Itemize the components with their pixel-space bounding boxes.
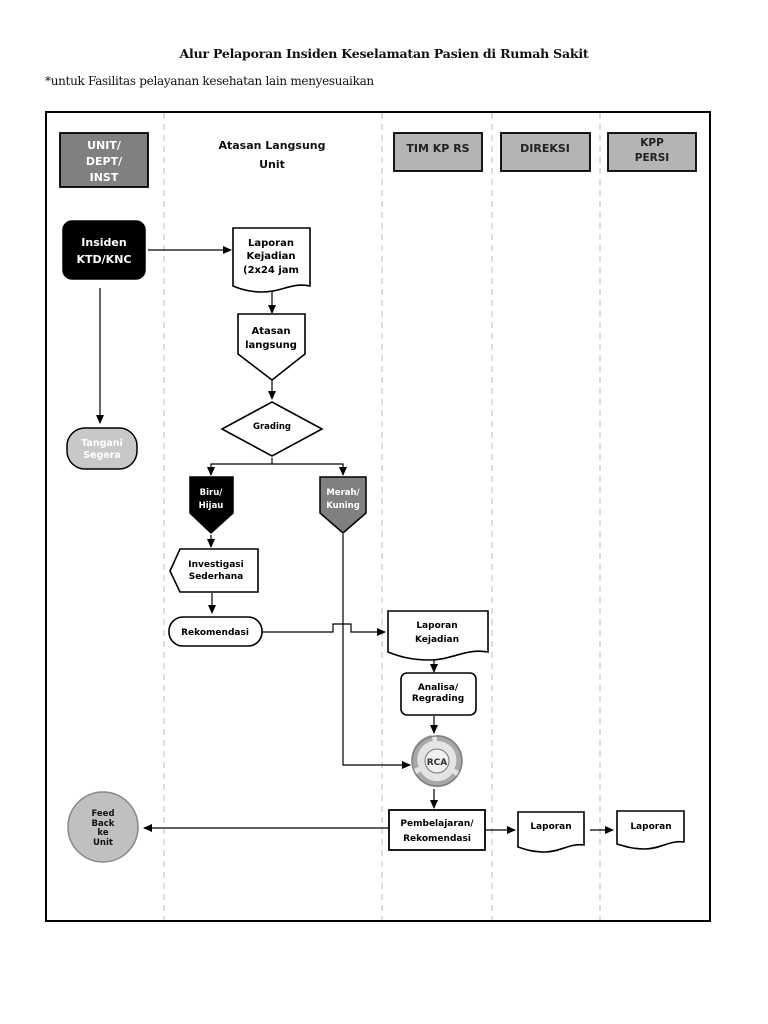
node-label: Kuning bbox=[326, 501, 360, 511]
node-rekomendasi: Rekomendasi bbox=[168, 616, 263, 647]
node-label: Unit bbox=[93, 838, 113, 848]
node-label: Laporan bbox=[416, 621, 457, 631]
lane-header-direksi: DIREKSI bbox=[500, 132, 591, 172]
node-pembelajaran-rekomendasi: Pembelajaran/ Rekomendasi bbox=[388, 809, 486, 851]
node-feedback-ke-unit: Feed Back ke Unit bbox=[67, 791, 139, 863]
node-label: Laporan bbox=[530, 822, 571, 832]
node-insiden: Insiden KTD/KNC bbox=[62, 220, 146, 280]
lane-header-text: Unit bbox=[259, 158, 285, 171]
node-label: Analisa/ bbox=[418, 683, 459, 693]
document-note: *untuk Fasilitas pelayanan kesehatan lai… bbox=[45, 74, 374, 88]
arrow-rekomendasi-to-laporan bbox=[262, 623, 386, 636]
swimlane-frame bbox=[45, 111, 711, 922]
node-analisa-regrading: Analisa/ Regrading bbox=[400, 672, 477, 716]
node-label: Segera bbox=[83, 450, 121, 461]
lane-header-unit: UNIT/ DEPT/ INST bbox=[59, 132, 149, 188]
node-label: Sederhana bbox=[189, 572, 244, 582]
arrow-merah-to-rca bbox=[342, 534, 411, 769]
lane-header-text: KPP bbox=[640, 137, 664, 149]
node-label: Insiden bbox=[81, 236, 126, 249]
node-biru-hijau: Biru/ Hijau bbox=[189, 476, 234, 535]
lane-header-timkp: TIM KP RS bbox=[393, 132, 483, 172]
node-label: Kejadian bbox=[247, 251, 296, 262]
node-label: Merah/ bbox=[326, 488, 360, 498]
node-atasan-langsung: Atasan langsung bbox=[237, 313, 306, 382]
node-label: langsung bbox=[245, 340, 297, 351]
node-label: (2x24 jam bbox=[243, 265, 299, 276]
node-label: Tangani bbox=[81, 438, 123, 449]
node-label: Rekomendasi bbox=[181, 628, 249, 638]
node-label: Kejadian bbox=[415, 635, 459, 645]
lane-header-text: TIM KP RS bbox=[406, 142, 469, 155]
node-rca: RCA bbox=[411, 734, 463, 788]
node-label: Regrading bbox=[412, 694, 464, 704]
arrow-grading-to-merah bbox=[272, 463, 347, 476]
node-label: RCA bbox=[427, 758, 448, 768]
node-label: Back bbox=[92, 819, 115, 829]
lane-header-text: PERSI bbox=[635, 152, 669, 164]
node-grading: Grading bbox=[220, 401, 324, 457]
lane-header-atasan: Atasan Langsung Unit bbox=[218, 139, 325, 171]
node-label: Laporan bbox=[248, 238, 294, 249]
lane-header-text: UNIT/ bbox=[87, 139, 122, 152]
node-label: Pembelajaran/ bbox=[400, 819, 474, 829]
node-label: Biru/ bbox=[200, 488, 224, 498]
node-label: Grading bbox=[253, 422, 291, 432]
node-label: Feed bbox=[91, 809, 114, 819]
lane-header-kpp: KPP PERSI bbox=[607, 132, 697, 172]
lane-header-text: DIREKSI bbox=[520, 142, 570, 155]
node-label: Rekomendasi bbox=[403, 834, 471, 844]
node-label: Laporan bbox=[630, 822, 671, 832]
node-laporan-kejadian-timkp: Laporan Kejadian bbox=[387, 610, 489, 661]
lane-header-text: Atasan Langsung bbox=[218, 139, 325, 152]
lane-dividers bbox=[163, 113, 601, 920]
connectors bbox=[96, 246, 614, 834]
node-label: Atasan bbox=[251, 326, 290, 337]
node-label: Investigasi bbox=[188, 560, 243, 570]
node-laporan-kpp: Laporan bbox=[616, 810, 685, 850]
arrow-grading-to-biru bbox=[207, 458, 273, 476]
document-title: Alur Pelaporan Insiden Keselamatan Pasie… bbox=[179, 46, 589, 61]
lane-header-text: DEPT/ bbox=[86, 155, 123, 168]
node-merah-kuning: Merah/ Kuning bbox=[319, 476, 367, 534]
node-laporan-direksi: Laporan bbox=[517, 811, 585, 853]
node-tangani-segera: Tangani Segera bbox=[66, 427, 138, 470]
node-investigasi-sederhana: Investigasi Sederhana bbox=[169, 548, 259, 593]
node-laporan-kejadian-2x24: Laporan Kejadian (2x24 jam bbox=[232, 227, 311, 293]
node-label: ke bbox=[97, 828, 108, 838]
node-label: Hijau bbox=[199, 501, 224, 511]
lane-header-text: INST bbox=[90, 171, 119, 184]
node-label: KTD/KNC bbox=[77, 253, 132, 266]
